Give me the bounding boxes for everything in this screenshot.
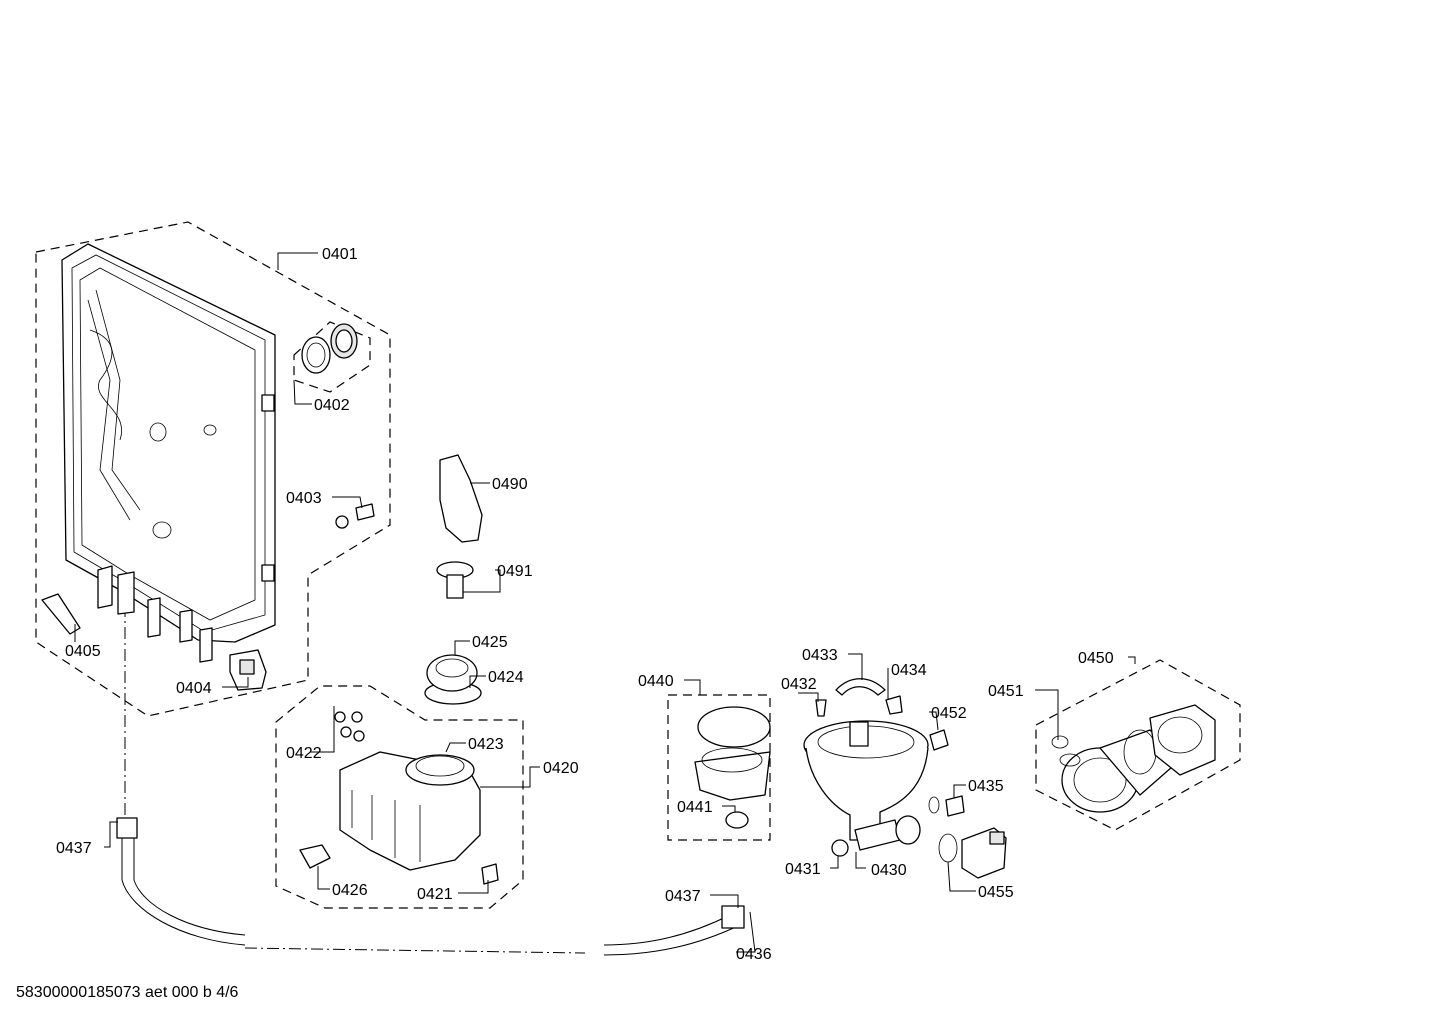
screw-part [815,699,827,717]
label-0402: 0402 [314,397,350,414]
label-0405: 0405 [65,643,101,660]
fitting-part [335,503,375,529]
group-boundary-pump-sump [667,694,771,841]
heater-housing-part [299,751,499,885]
label-0425: 0425 [472,634,508,651]
label-0404: 0404 [176,680,212,697]
group-boundary-heater [275,685,524,909]
label-0430: 0430 [871,862,907,879]
label-0490: 0490 [492,476,528,493]
label-0431: 0431 [785,861,821,878]
document-reference: 58300000185073 aet 000 b 4/6 [16,984,239,1001]
label-0452: 0452 [931,705,967,722]
drain-pump-part [938,827,1007,879]
label-0440: 0440 [638,673,674,690]
leader-lines [74,252,1136,953]
hose-routing-line [124,605,586,954]
funnel-part [439,454,483,543]
seal-rings-part [301,323,358,374]
label-0435: 0435 [968,778,1004,795]
latch-part [929,729,949,751]
lock-clip-part [835,678,886,696]
group-boundary-side-panel [35,221,391,717]
side-panel-part [61,243,276,663]
label-0420: 0420 [543,760,579,777]
label-0451: 0451 [988,683,1024,700]
label-0455: 0455 [978,884,1014,901]
group-boundary-seal-kit [293,321,371,393]
label-0423: 0423 [468,736,504,753]
cap-part [436,561,474,599]
label-0437-left: 0437 [56,840,92,857]
label-0424: 0424 [488,669,524,686]
group-boundary-circulation-pump [1035,659,1241,831]
label-0433: 0433 [802,647,838,664]
label-0437-right: 0437 [665,888,701,905]
label-0491: 0491 [497,563,533,580]
lid-part [424,654,482,705]
label-0434: 0434 [891,662,927,679]
label-0441: 0441 [677,799,713,816]
drain-hose-part [116,817,745,956]
label-0436: 0436 [736,946,772,963]
sump-part [803,720,929,857]
label-0426: 0426 [332,882,368,899]
label-0422: 0422 [286,745,322,762]
clip-part [41,593,81,635]
small-seals-part [334,711,365,742]
sump-pump-part [694,706,771,829]
label-0450: 0450 [1078,650,1114,667]
label-0421: 0421 [417,886,453,903]
small-lever-part [885,695,903,715]
circulation-pump-part [1051,704,1216,813]
check-valve-part [928,795,965,817]
label-0403: 0403 [286,490,322,507]
label-0432: 0432 [781,676,817,693]
sensor-part [229,649,267,691]
label-0401: 0401 [322,246,358,263]
